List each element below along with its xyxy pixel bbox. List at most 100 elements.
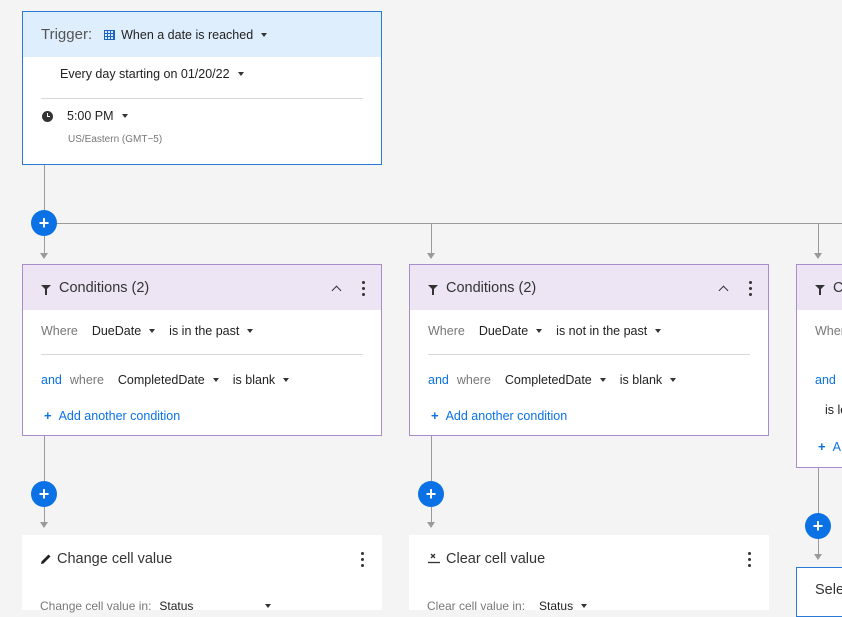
clear-icon [428,553,440,564]
filter-icon [815,285,825,295]
trigger-header: Trigger: When a date is reached [23,12,381,57]
column-value: Status [159,599,194,613]
and-toggle[interactable]: and [41,373,62,387]
more-options-icon[interactable] [749,281,752,296]
cond3-connector [818,467,819,514]
action-target-label: Change cell value in: [40,599,152,613]
filter-icon [41,285,51,295]
operator-value[interactable]: is le [825,403,842,417]
add-condition-link[interactable]: + Add another condition [431,408,567,423]
chevron-down-icon [265,604,272,608]
add-step-button[interactable]: + [31,210,57,236]
more-options-icon[interactable] [361,552,364,567]
schedule-dropdown[interactable]: Every day starting on 01/20/22 [60,67,244,81]
field-value: DueDate [478,324,529,338]
chevron-down-icon [247,329,254,333]
operator-dropdown[interactable]: is in the past [169,324,254,338]
operator-dropdown[interactable]: is not in the past [556,324,662,338]
condition-row: Where DueDate is in the past [41,324,254,338]
branch1-arrow [40,253,48,259]
and-toggle[interactable]: and [815,373,836,387]
where-label: Where [428,324,465,338]
trigger-type-dropdown[interactable]: When a date is reached [104,28,268,42]
branch3-connector [818,224,819,256]
filter-icon [428,285,438,295]
chevron-down-icon [581,604,588,608]
chevron-down-icon [149,329,156,333]
add-step-button[interactable]: + [805,513,831,539]
schedule-value: Every day starting on 01/20/22 [60,67,230,81]
branch1-connector [44,236,45,256]
divider [41,98,363,99]
trigger-label: Trigger: [41,26,93,43]
time-dropdown[interactable]: 5:00 PM [42,109,128,123]
where-label: Where [41,324,78,338]
plus-icon: + [818,439,826,454]
add-condition-link[interactable]: + Add another condition [44,408,180,423]
calendar-icon [104,29,116,40]
chevron-down-icon [599,378,606,382]
action-header: Clear cell value [427,551,545,567]
more-options-icon[interactable] [362,281,365,296]
action-header: Change cell value [40,551,172,567]
branch3-arrow [814,253,822,259]
conditions-header[interactable]: C [797,265,842,310]
conditions-header[interactable]: Conditions (2) [23,265,381,310]
chevron-down-icon [655,329,662,333]
trigger-card: Trigger: When a date is reached Every da… [22,11,382,165]
action1-arrow [40,522,48,528]
chevron-up-icon[interactable] [718,285,729,296]
field-dropdown[interactable]: DueDate [478,324,543,338]
conditions-title: Conditions (2) [446,279,537,296]
condition-row: Where DueDate is not in the past [428,324,662,338]
column-dropdown[interactable]: Status [159,599,272,613]
action-title: Change cell value [57,551,173,567]
column-value: Status [539,599,574,613]
operator-dropdown[interactable]: is blank [233,373,290,387]
action-title[interactable]: Sele [815,582,842,598]
action-title: Clear cell value [446,551,546,567]
where-label: where [69,373,104,387]
conditions-card: C Wher and is le + A [796,264,842,468]
chevron-down-icon [237,72,244,76]
and-toggle[interactable]: and [428,373,449,387]
field-dropdown[interactable]: CompletedDate [505,373,606,387]
where-label: where [456,373,491,387]
action-target-row: Clear cell value in: Status [427,599,588,613]
cond1-connector [44,435,45,483]
divider [428,354,750,355]
branch2-connector [431,224,432,256]
pencil-icon [41,554,51,564]
chevron-down-icon [212,378,219,382]
cond2-connector-lower [431,507,432,523]
chevron-down-icon [670,378,677,382]
operator-dropdown[interactable]: is blank [620,373,677,387]
chevron-down-icon [261,32,268,37]
trigger-connector [44,164,45,212]
conditions-title: C [833,280,842,296]
field-value: DueDate [91,324,142,338]
add-condition-link[interactable]: + A [818,439,841,454]
conditions-card: Conditions (2) Where DueDate is in the p… [22,264,382,436]
add-step-button[interactable]: + [31,481,57,507]
more-options-icon[interactable] [748,552,751,567]
field-dropdown[interactable]: DueDate [91,324,156,338]
column-dropdown[interactable]: Status [539,599,588,613]
branch-connector [57,223,842,224]
chevron-down-icon [536,329,543,333]
clock-icon [42,110,53,122]
add-condition-label: A [832,439,841,454]
operator-value: is not in the past [556,324,648,338]
action-card: Clear cell value Clear cell value in: St… [409,535,769,613]
conditions-header[interactable]: Conditions (2) [410,265,768,310]
cond2-connector [431,435,432,483]
add-condition-label: Add another condition [58,408,181,423]
conditions-title: Conditions (2) [59,279,150,296]
chevron-up-icon[interactable] [331,285,342,296]
condition-row: and where CompletedDate is blank [41,373,290,387]
field-dropdown[interactable]: CompletedDate [118,373,219,387]
chevron-down-icon [283,378,290,382]
add-step-button[interactable]: + [418,481,444,507]
conditions-card: Conditions (2) Where DueDate is not in t… [409,264,769,436]
action-card: Sele [796,567,842,617]
